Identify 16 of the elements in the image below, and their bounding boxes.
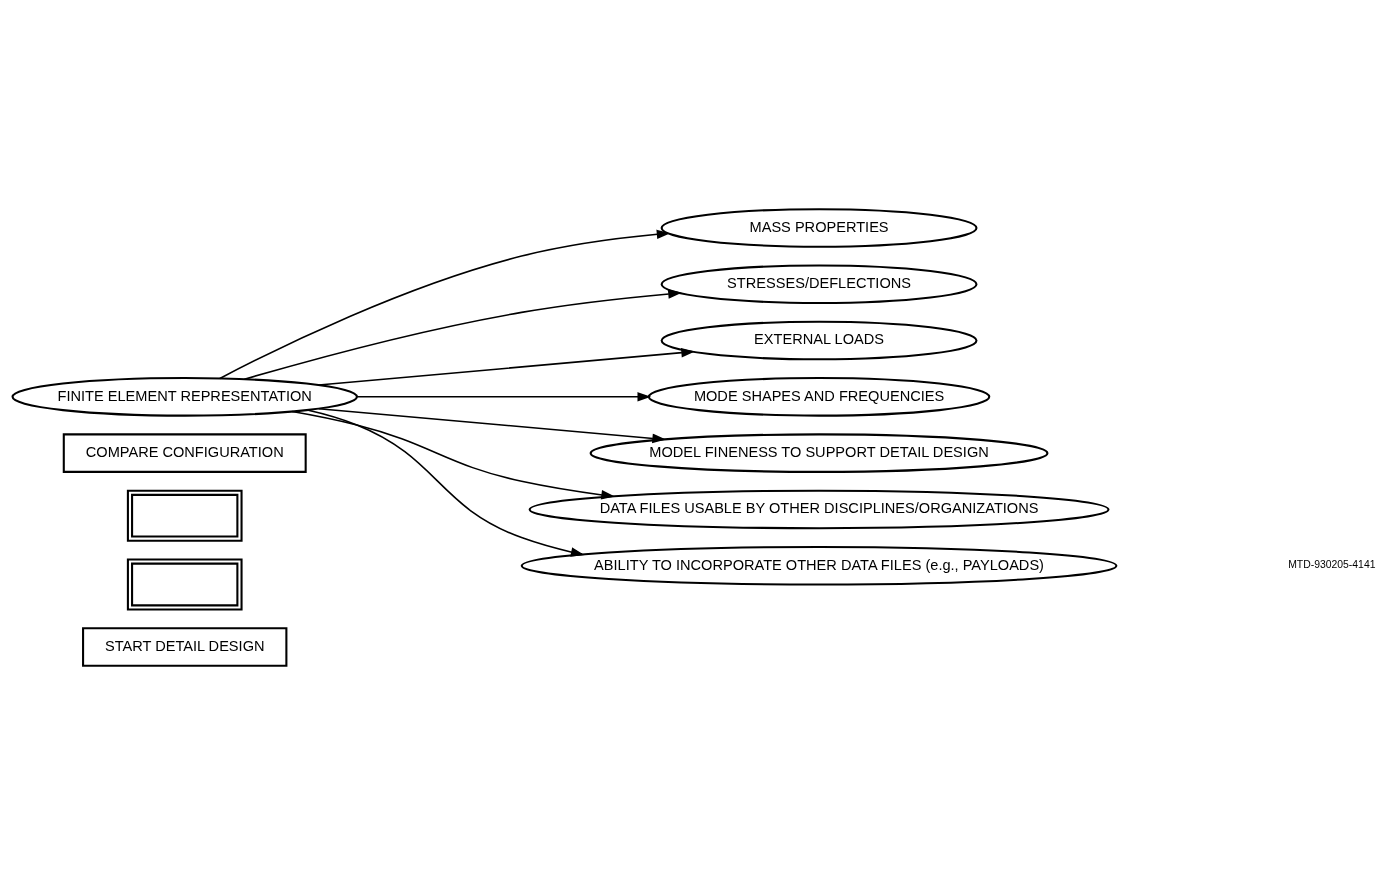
arrow (243, 289, 682, 380)
arrow (291, 410, 615, 500)
arrow (219, 229, 671, 380)
arrow (356, 392, 652, 402)
node-box (126, 489, 243, 542)
node-ellipse: MASS PROPERTIES (660, 208, 978, 248)
node-ellipse: STRESSES/DEFLECTIONS (660, 264, 978, 305)
node-ellipse: MODE SHAPES AND FREQUENCIES (647, 377, 991, 417)
arrow (306, 409, 585, 557)
arrow (317, 407, 666, 444)
arrow (317, 347, 695, 386)
node-box (126, 558, 243, 611)
node-ellipse: FINITE ELEMENT REPRESENTATION (11, 377, 358, 417)
node-box: COMPARE CONFIGURATION (62, 433, 307, 473)
label: MTD-930205-4141 (1288, 559, 1376, 571)
node-box: START DETAIL DESIGN (82, 627, 288, 667)
